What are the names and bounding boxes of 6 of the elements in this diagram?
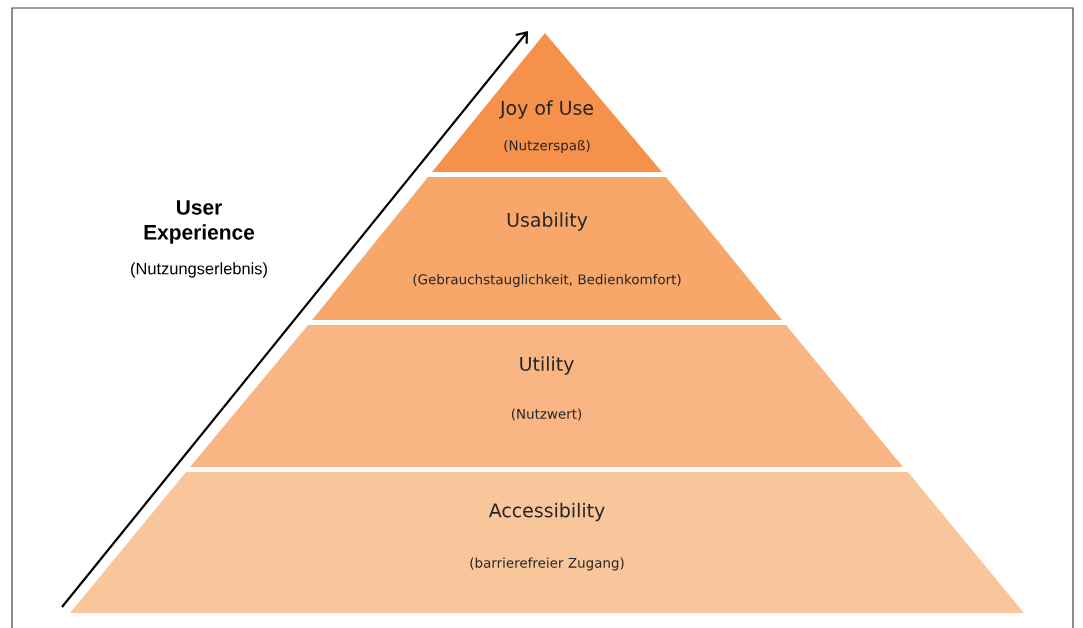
pyramid-layer: Usability (Gebrauchstauglichkeit, Bedienkomfort) (312, 177, 782, 320)
axis-label: User Experience (144, 200, 255, 244)
pyramid-layer: Joy of Use (Nutzerspaß) (432, 33, 662, 172)
pyramid-layer: Accessibility (barrierefreier Zugang) (70, 472, 1024, 613)
pyramid-layer: Utility (Nutzwert) (190, 325, 903, 467)
axis-label: (Nutzungserlebnis) (131, 262, 267, 278)
